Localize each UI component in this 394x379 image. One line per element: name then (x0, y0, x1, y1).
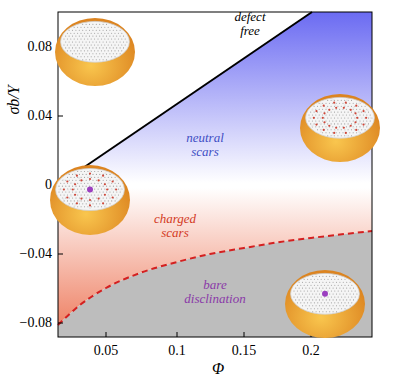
scar-dots (308, 99, 371, 137)
tick-label: 0.1 (168, 344, 186, 359)
sphere-body (55, 18, 135, 86)
disclination-dot (87, 187, 93, 193)
lattice-dots (293, 276, 357, 312)
sphere-body (50, 165, 130, 235)
sphere-figure (55, 18, 135, 86)
sphere-figure (300, 94, 380, 162)
tick-label: 0.2 (302, 344, 320, 359)
tick-label: 0.04 (28, 109, 53, 124)
sphere-cap (306, 97, 375, 138)
axis-ticks (58, 47, 311, 337)
lattice-dots (63, 24, 127, 60)
tick-label: 0.05 (94, 344, 119, 359)
region-label: neutral scars (178, 131, 233, 158)
disclination-region (58, 231, 372, 337)
phase-boundary (58, 12, 312, 185)
sphere-cap (61, 21, 130, 62)
lattice-dots (58, 171, 122, 207)
scar-dots (58, 170, 121, 210)
sphere-cap (291, 273, 360, 314)
dashed-boundary (58, 231, 372, 325)
sphere-figure (285, 270, 365, 338)
sphere-body (300, 94, 380, 162)
axis-label: σb/Y (6, 85, 23, 114)
tick-label: 0 (45, 178, 52, 193)
region-label: defect free (225, 10, 275, 37)
tick-label: 0.15 (232, 344, 257, 359)
axis-label: Φ (212, 361, 224, 378)
tick-label: −0.04 (20, 247, 52, 262)
tick-label: 0.08 (28, 40, 53, 55)
region-label: charged scars (148, 212, 203, 239)
region-label: bare disclination (178, 278, 253, 305)
sphere-figure (50, 165, 130, 235)
sphere-cap (56, 169, 125, 211)
disclination-dot (322, 291, 328, 297)
lattice-dots (308, 100, 372, 136)
tick-label: −0.08 (20, 316, 52, 331)
sphere-body (285, 270, 365, 338)
defect-free-region (58, 12, 312, 185)
